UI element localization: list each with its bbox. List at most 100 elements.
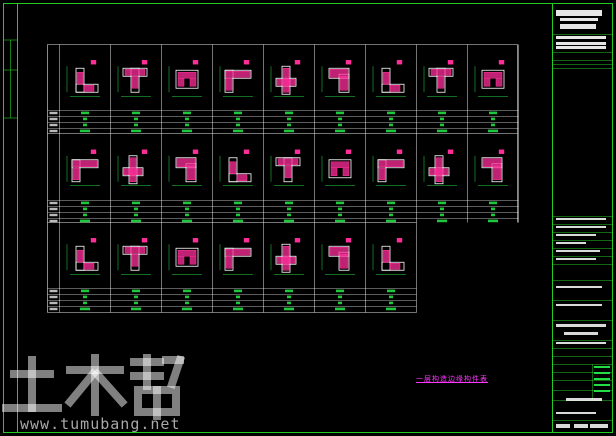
row-header	[49, 207, 58, 211]
table-cell-text	[81, 201, 89, 205]
table-cell-text	[387, 111, 395, 115]
title-block-text	[556, 234, 596, 236]
table-cell-text	[386, 219, 396, 223]
table-cell-text	[338, 295, 342, 299]
rebar-hatch	[329, 69, 349, 78]
rebar-hatch	[495, 78, 503, 87]
rebar-hatch	[176, 158, 196, 167]
rebar-hatch	[124, 247, 146, 254]
rebar-hatch	[339, 254, 349, 269]
rebar-hatch	[177, 78, 185, 87]
title-block-text	[556, 342, 606, 344]
rebar-hatch	[429, 168, 449, 175]
table-cell-text	[440, 213, 444, 217]
table-cell-text	[440, 207, 444, 211]
rebar-hatch	[225, 71, 251, 78]
table-cell-text	[134, 295, 138, 299]
table-cell-text	[287, 123, 291, 127]
table-cell-text	[287, 213, 291, 217]
rebar-hatch	[72, 160, 98, 167]
table-cell-text	[287, 301, 291, 305]
section-detail-icon	[66, 238, 100, 275]
row-header	[49, 123, 58, 127]
rebar-hatch	[225, 256, 233, 269]
label-tag	[396, 149, 403, 154]
table-cell-text	[338, 117, 342, 121]
rebar-hatch	[276, 79, 296, 86]
table-cell-text	[284, 219, 294, 223]
rebar-hatch	[177, 72, 197, 79]
rebar-hatch	[382, 250, 390, 263]
rebar-hatch	[284, 165, 292, 178]
title-block-text	[574, 424, 588, 428]
concrete-outline	[228, 173, 252, 183]
concrete-outline	[377, 159, 387, 183]
row-header	[49, 307, 58, 311]
title-block-text	[590, 424, 608, 428]
label-tag	[345, 149, 352, 154]
table-cell-text	[80, 307, 90, 311]
row-header	[49, 117, 58, 121]
row-header	[49, 289, 58, 293]
section-detail-icon	[423, 149, 457, 186]
title-block-text	[556, 42, 606, 45]
edge-member-table	[47, 44, 519, 313]
rebar-hatch	[76, 72, 84, 85]
concrete-outline	[381, 83, 405, 93]
label-tag	[294, 238, 301, 243]
table-cell-text	[233, 219, 243, 223]
section-detail-icon	[372, 238, 406, 275]
rebar-hatch	[492, 165, 502, 180]
title-block-text	[556, 412, 596, 414]
row-header	[49, 213, 58, 217]
rebar-hatch	[83, 85, 95, 92]
rebar-hatch	[131, 76, 139, 89]
table-cell-text	[284, 129, 294, 133]
section-detail-icon	[117, 238, 151, 275]
rebar-hatch	[72, 167, 80, 180]
label-tag	[90, 60, 97, 65]
table-cell-text	[185, 117, 189, 121]
table-cell-text	[386, 129, 396, 133]
table-cell-text	[236, 213, 240, 217]
title-block-text	[556, 424, 570, 428]
table-cell-text	[491, 207, 495, 211]
table-cell-text	[132, 201, 140, 205]
table-cell-text	[491, 213, 495, 217]
table-cell-text	[236, 123, 240, 127]
table-cell-text	[236, 301, 240, 305]
table-cell-text	[386, 307, 396, 311]
table-cell-text	[83, 213, 87, 217]
table-cell-text	[81, 289, 89, 293]
label-tag	[141, 149, 148, 154]
section-detail-icon	[372, 60, 406, 97]
table-cell-text	[336, 111, 344, 115]
concrete-outline	[130, 67, 140, 93]
label-tag	[345, 238, 352, 243]
table-cell-text	[335, 307, 345, 311]
table-cell-text	[387, 289, 395, 293]
label-tag	[192, 60, 199, 65]
label-tag	[396, 60, 403, 65]
rebar-hatch	[430, 69, 452, 76]
label-tag	[141, 238, 148, 243]
label-tag	[294, 60, 301, 65]
table-cell-text	[131, 129, 141, 133]
rebar-hatch	[83, 263, 95, 270]
concrete-outline	[283, 157, 293, 183]
table-cell-text	[389, 213, 393, 217]
section-detail-icon	[321, 238, 355, 275]
table-cell-text	[335, 219, 345, 223]
section-detail-icon	[117, 149, 151, 186]
label-tag	[90, 238, 97, 243]
table-cell-text	[183, 111, 191, 115]
concrete-outline	[75, 83, 99, 93]
row-header	[49, 201, 58, 205]
table-cell-text	[437, 129, 447, 133]
table-cell-text	[134, 207, 138, 211]
table-cell-text	[488, 129, 498, 133]
table-cell-text	[335, 129, 345, 133]
title-block-text	[556, 242, 586, 244]
table-cell-text	[83, 117, 87, 121]
